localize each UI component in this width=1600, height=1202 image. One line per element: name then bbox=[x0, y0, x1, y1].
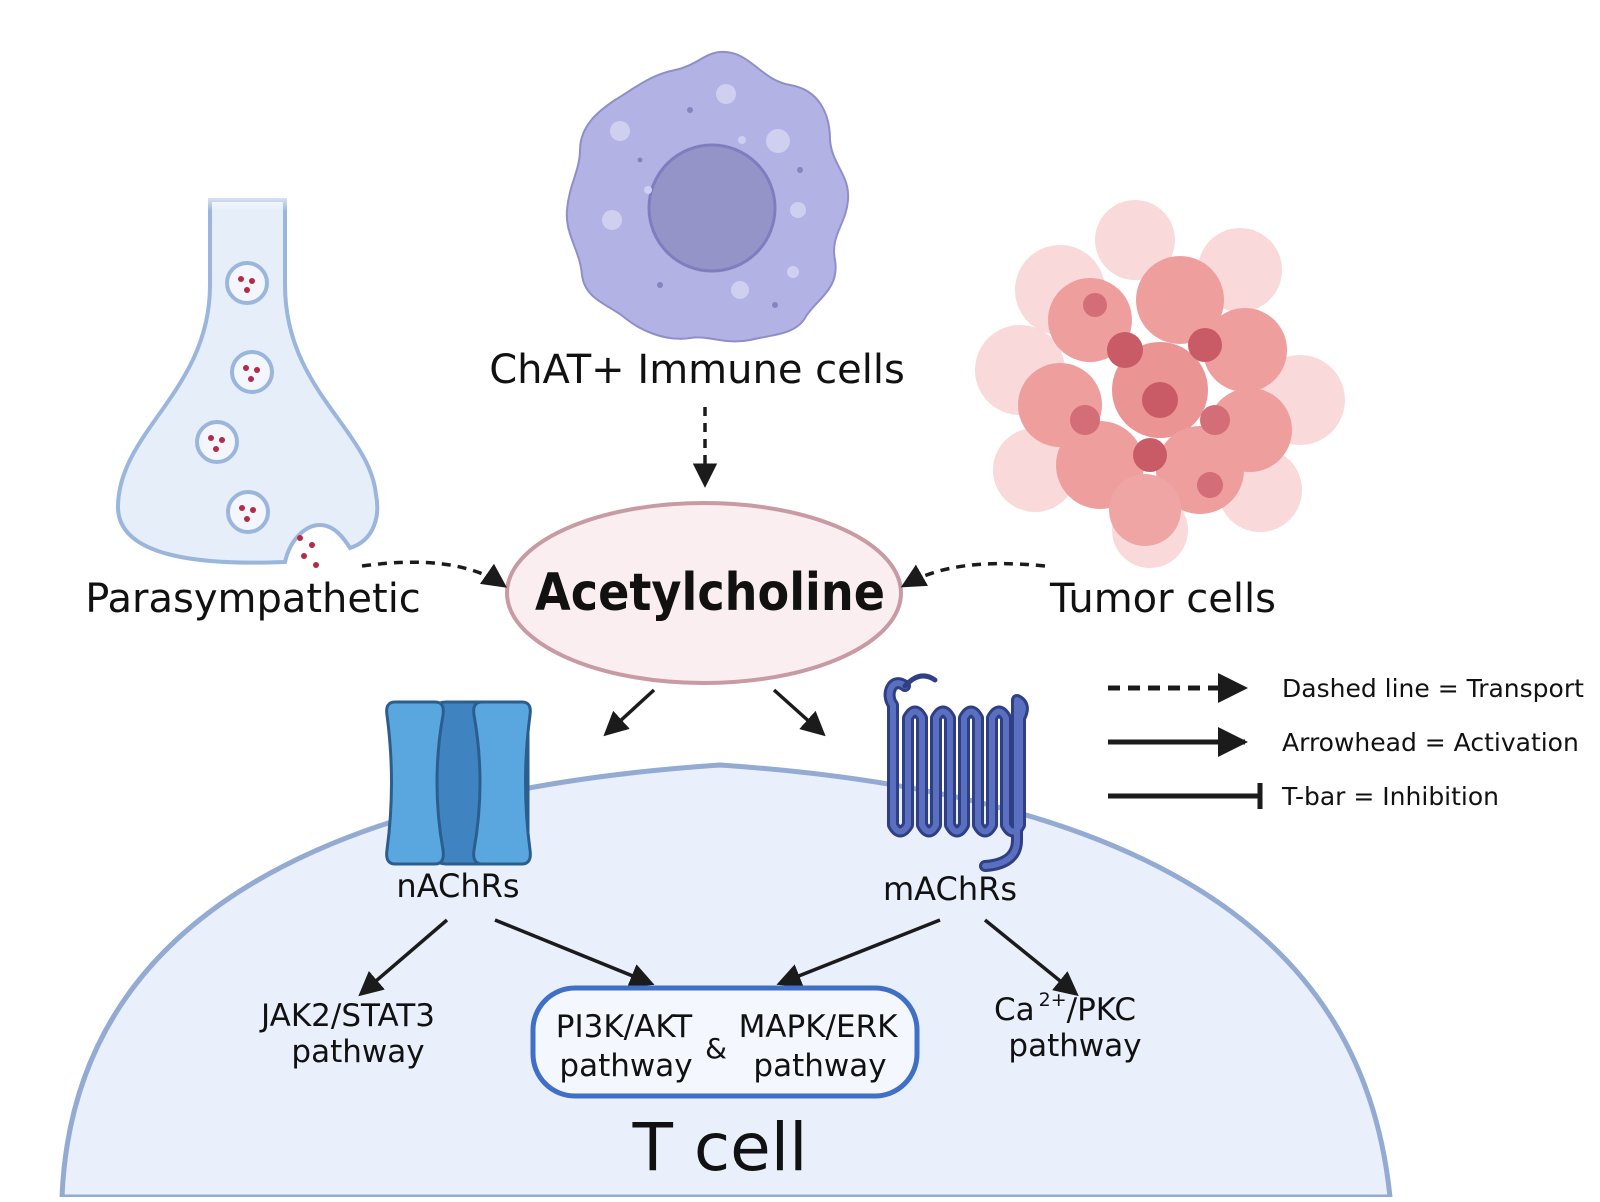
released-acetylcholine bbox=[297, 535, 319, 568]
vesicle bbox=[225, 261, 269, 305]
pi3k-mapk-box bbox=[530, 985, 920, 1099]
tumor-to-ach-arrow bbox=[900, 561, 1046, 588]
parasympathetic-neuron bbox=[115, 190, 380, 568]
vesicle bbox=[230, 350, 274, 394]
ach-to-nachr-arrow bbox=[603, 688, 656, 737]
nachr-to-pi3k-arrow bbox=[494, 918, 655, 987]
machrs-label: mAChRs bbox=[883, 870, 1017, 908]
acetylcholine-ellipse bbox=[505, 501, 903, 685]
ca-pkc-pathway-line2: pathway bbox=[1008, 1028, 1141, 1064]
legend-arrowhead-text: Arrowhead = Activation bbox=[1282, 728, 1579, 757]
acetylcholine-label: Acetylcholine bbox=[535, 563, 885, 623]
nachrs-label: nAChRs bbox=[396, 867, 519, 905]
pi3k-pathway-line1: PI3K/AKT bbox=[556, 1009, 693, 1045]
tumor-cluster bbox=[975, 200, 1345, 568]
legend-dashed-text: Dashed line = Transport bbox=[1282, 674, 1584, 703]
machr-to-ca-arrow bbox=[983, 918, 1079, 997]
ca-superscript: 2+ bbox=[1039, 989, 1067, 1011]
legend-tbar-text: T-bar = Inhibition bbox=[1281, 782, 1499, 811]
mapk-pathway-line2: pathway bbox=[753, 1048, 886, 1084]
jak2-pathway-line2: pathway bbox=[291, 1034, 424, 1070]
legend: Dashed line = Transport Arrowhead = Acti… bbox=[1108, 673, 1584, 811]
vesicle bbox=[226, 490, 270, 534]
tumor-cells-label: Tumor cells bbox=[1049, 576, 1276, 622]
parasympathetic-label: Parasympathetic bbox=[85, 576, 421, 622]
t-cell-body bbox=[59, 762, 1393, 1200]
ca-base: Ca bbox=[994, 992, 1035, 1028]
mapk-pathway-line1: MAPK/ERK bbox=[739, 1009, 899, 1045]
t-cell-label: T cell bbox=[632, 1109, 808, 1186]
machr-receptor bbox=[883, 673, 1029, 872]
ca-rest: /PKC bbox=[1067, 992, 1136, 1028]
nachr-channel bbox=[385, 700, 532, 866]
immune-cells-label: ChAT+ Immune cells bbox=[489, 347, 905, 393]
ach-to-machr-arrow bbox=[772, 688, 826, 737]
pathway-ampersand: & bbox=[705, 1032, 727, 1065]
parasympathetic-to-ach-arrow bbox=[361, 560, 508, 588]
immune-cell bbox=[565, 50, 850, 343]
pi3k-pathway-line2: pathway bbox=[559, 1048, 692, 1084]
jak2-pathway-line1: JAK2/STAT3 bbox=[259, 998, 435, 1034]
machr-to-mapk-arrow bbox=[776, 918, 941, 988]
vesicle bbox=[195, 420, 239, 464]
nachr-to-jak2-arrow bbox=[358, 918, 449, 997]
